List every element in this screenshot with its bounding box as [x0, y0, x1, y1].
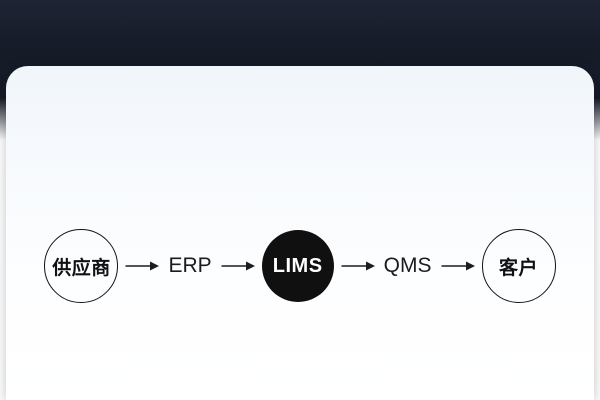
edge-label-erp: ERP	[168, 254, 212, 277]
diagram-card: 供应商 ERP LIMS QMS	[6, 66, 594, 400]
arrow-right-icon	[441, 260, 475, 272]
flow-diagram: 供应商 ERP LIMS QMS	[6, 229, 594, 303]
node-lims: LIMS	[261, 230, 334, 302]
node-customer-label: 客户	[499, 257, 539, 279]
arrow-right-icon	[125, 260, 160, 272]
node-lims-label: LIMS	[272, 254, 323, 277]
edge-label-qms: QMS	[383, 254, 432, 277]
arrow-right-icon	[341, 260, 375, 272]
arrow-right-icon	[221, 260, 255, 272]
node-customer: 客户	[481, 229, 556, 303]
node-supplier: 供应商	[44, 229, 119, 303]
node-supplier-label: 供应商	[52, 257, 111, 279]
